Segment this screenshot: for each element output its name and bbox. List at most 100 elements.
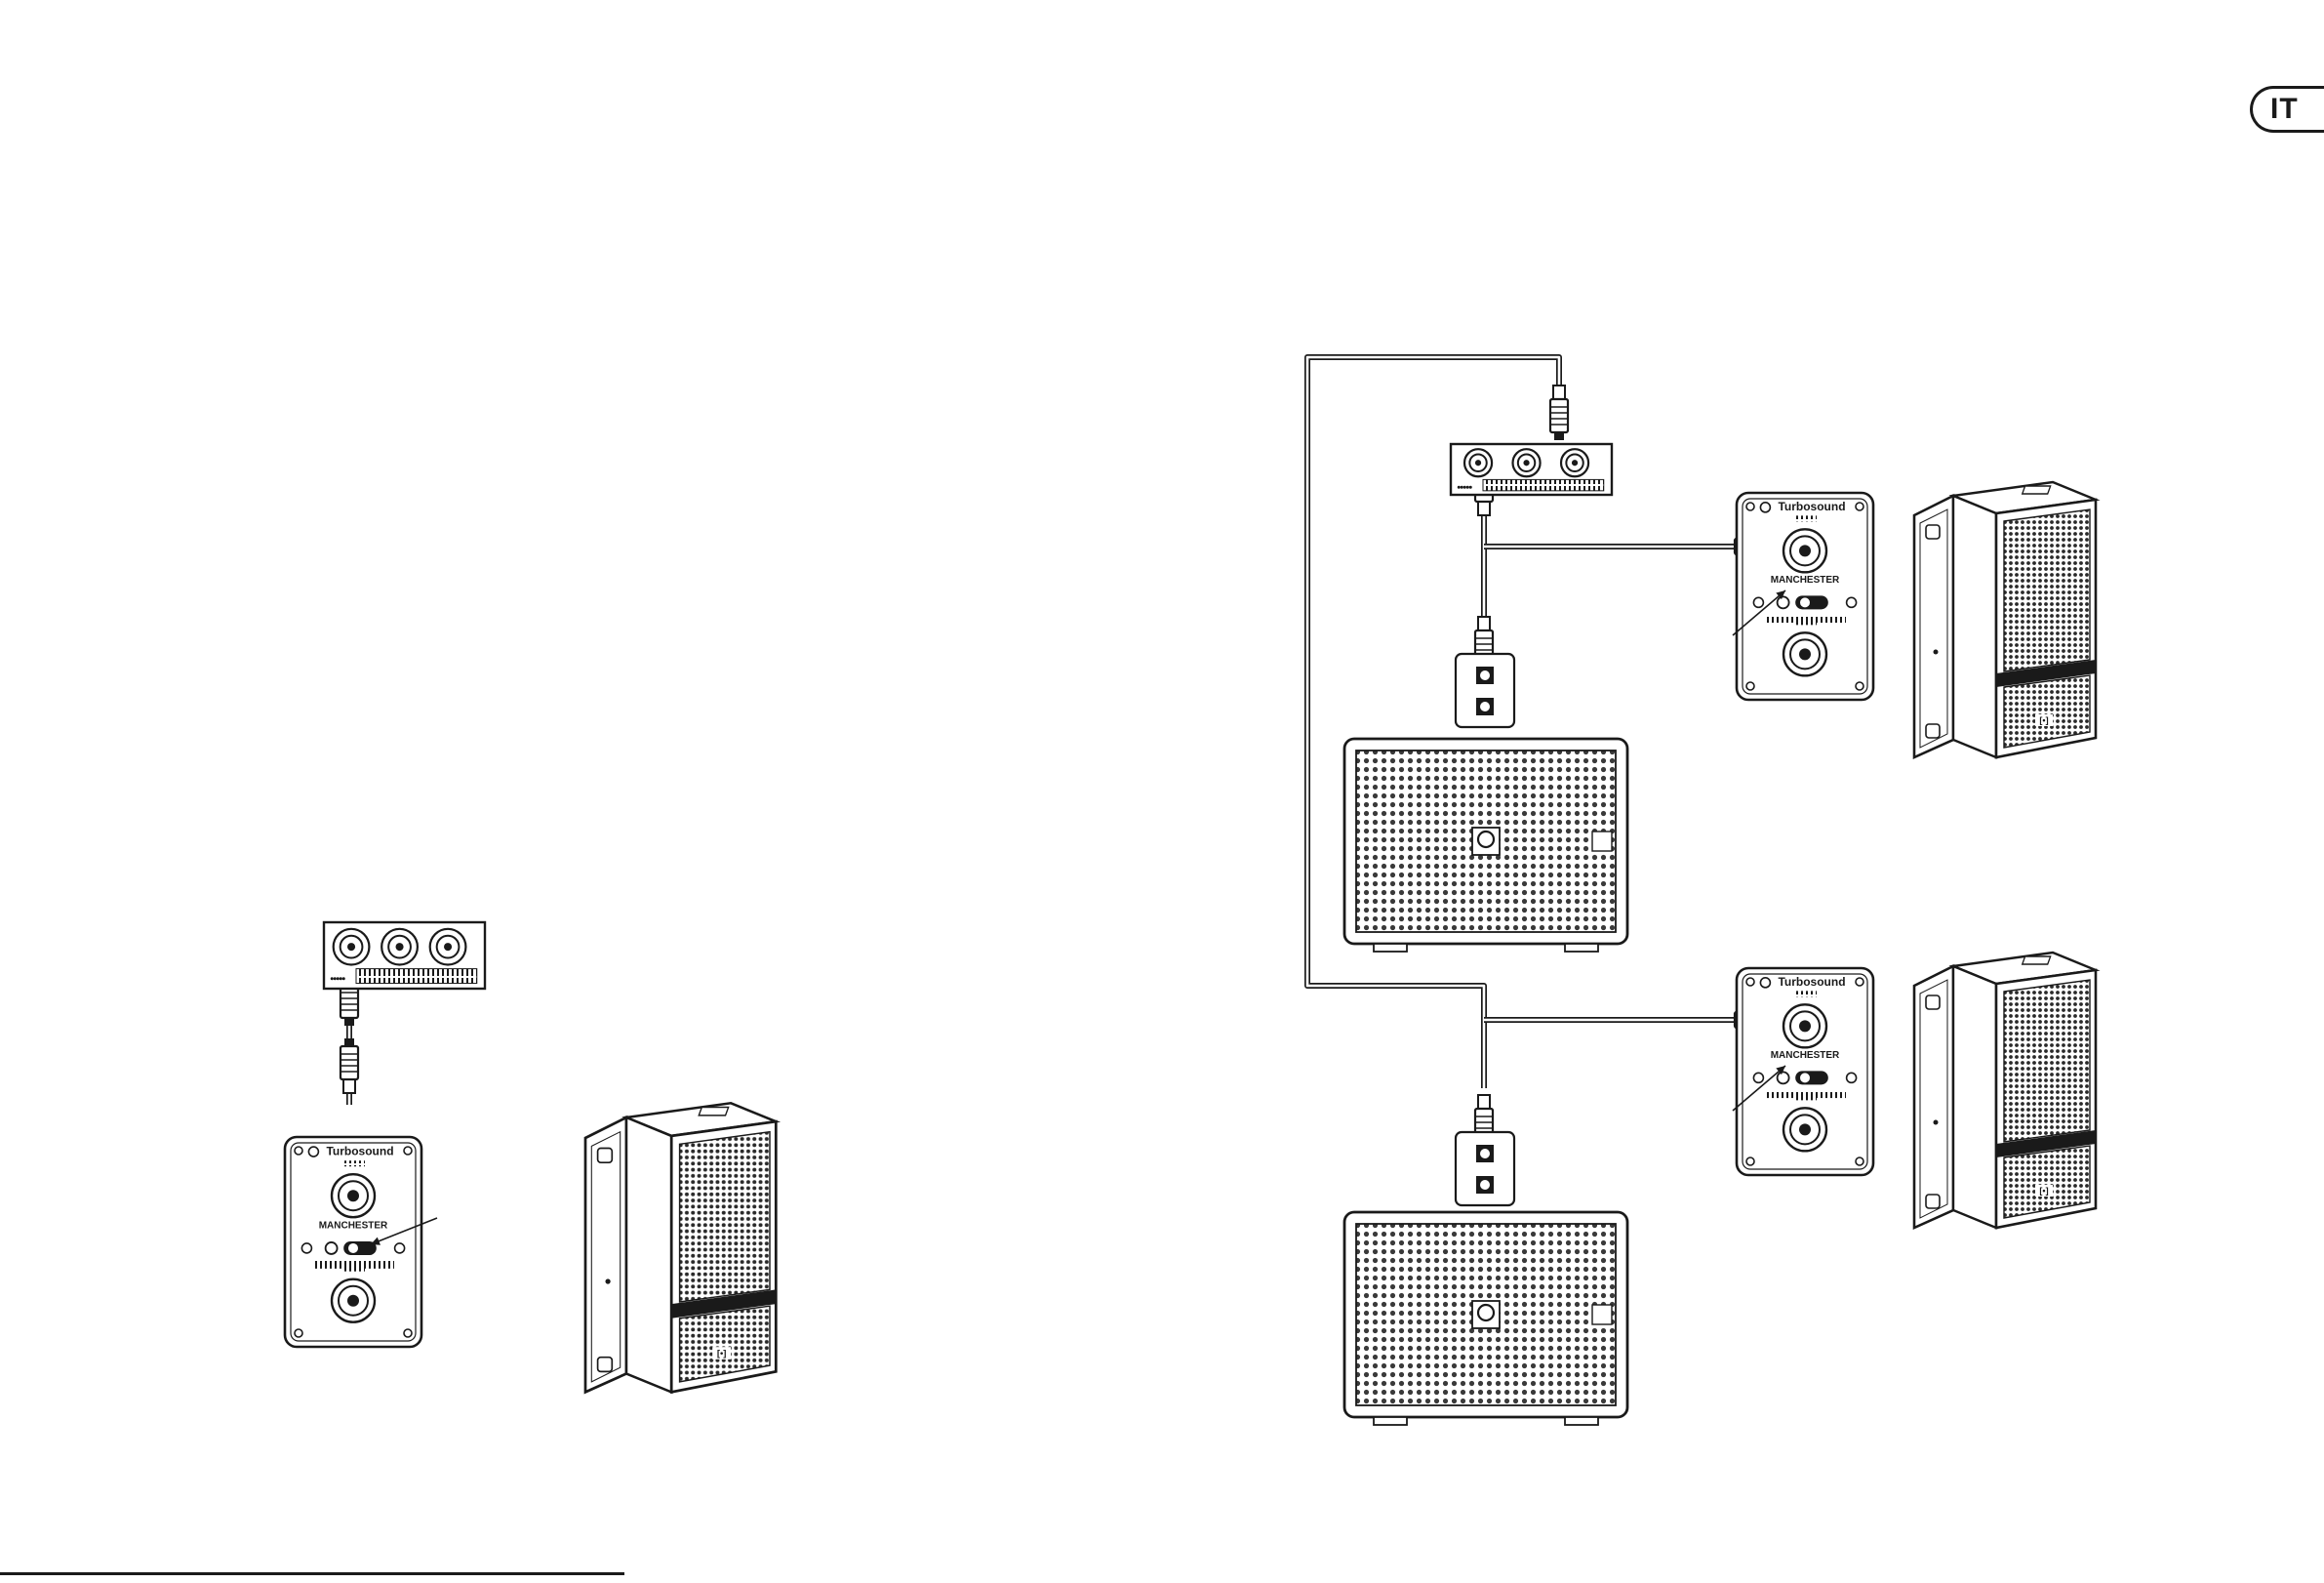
panel-screw	[1847, 597, 1857, 607]
speaker-top-handle	[2023, 956, 2051, 964]
full-range-speaker-bottom: [•]	[1914, 953, 2096, 1228]
speakon-socket-pin	[347, 1190, 359, 1201]
panel-screw	[395, 1243, 405, 1253]
panel-screw	[1753, 597, 1763, 607]
full-range-speaker-bottom-bevel	[1953, 966, 1996, 1228]
mixer-top-control-strip	[1483, 479, 1604, 490]
speakon-socket-pin	[1572, 460, 1578, 466]
xlr-connector-icon	[1550, 386, 1568, 440]
input-jack-hole	[1480, 702, 1490, 711]
subwoofer-top	[1344, 739, 1627, 952]
language-tab[interactable]: IT	[2250, 86, 2324, 133]
panel-switch-knob	[348, 1243, 358, 1253]
full-range-speaker-single: [•]	[585, 1103, 776, 1392]
mixer-top	[1451, 444, 1612, 495]
subwoofer-bottom	[1344, 1212, 1627, 1425]
socket-label	[1793, 991, 1817, 996]
full-range-speaker-top: [•]	[1914, 482, 2096, 757]
panel-legend-strip	[1764, 1090, 1846, 1098]
panel-led	[1778, 1072, 1789, 1083]
socket-label	[341, 1160, 365, 1166]
panel-screw	[1856, 682, 1863, 690]
speakon-socket-pin	[444, 943, 452, 951]
input-jack-hole	[1480, 1180, 1490, 1190]
speakon-socket-pin	[1799, 648, 1811, 660]
mixer-top-screw	[1466, 486, 1469, 489]
mixer-top-screw	[1463, 486, 1466, 489]
speaker-badge-label: [•]	[2039, 1186, 2048, 1196]
speaker-mount-point	[1934, 650, 1939, 655]
panel-screw	[1746, 978, 1754, 986]
full-range-speaker-single-bevel	[626, 1117, 671, 1392]
panel-screw	[1856, 978, 1863, 986]
mixer-top-screw	[1461, 486, 1463, 489]
mixer-single-screw	[340, 977, 342, 980]
speaker-handle	[598, 1149, 613, 1163]
speakon-socket-pin	[396, 943, 404, 951]
sub-input-panel-top-body	[1456, 654, 1514, 727]
panel-screw	[1856, 1157, 1863, 1165]
speaker-badge-label: [•]	[2039, 715, 2048, 725]
speakon-socket-pin	[1799, 1123, 1811, 1135]
xlr-connector-icon-body	[1550, 399, 1568, 432]
panel-screw	[1856, 503, 1863, 510]
speaker-mount-point	[1934, 1120, 1939, 1125]
footer-rule	[0, 1572, 624, 1575]
sub-foot	[1374, 944, 1407, 952]
xlr-connector-icon-tip	[344, 1038, 354, 1046]
manchester-panel-top: TurbosoundMANCHESTER	[1737, 493, 1873, 700]
devices-layer: TurbosoundMANCHESTERTurbosoundMANCHESTER…	[285, 386, 2096, 1425]
xlr-connector-icon-boot	[343, 1079, 355, 1093]
sub-foot	[1565, 1417, 1598, 1425]
panel-screw	[404, 1147, 412, 1155]
panel-legend-strip	[1764, 615, 1846, 623]
panel-screw	[1746, 682, 1754, 690]
speaker-top-handle	[2023, 486, 2051, 494]
xlr-connector-icon-boot	[1478, 1095, 1490, 1109]
mixer-single-screw	[337, 977, 340, 980]
panel-switch-knob	[1800, 597, 1810, 607]
xlr-connector-icon-boot	[1478, 502, 1490, 515]
input-jack-hole	[1480, 670, 1490, 680]
sub-foot	[1374, 1417, 1407, 1425]
sub-side-badge	[1592, 832, 1612, 851]
panel-screw	[1746, 1157, 1754, 1165]
panel-model-label: MANCHESTER	[1771, 575, 1840, 586]
grille-icon	[2004, 980, 2090, 1142]
sub-input-panel-bottom	[1456, 1132, 1514, 1205]
panel-legend-strip	[312, 1261, 394, 1269]
speaker-mount-point	[605, 1279, 610, 1283]
speaker-top-handle	[699, 1108, 728, 1116]
grille-icon	[680, 1132, 770, 1302]
speakon-socket-pin	[1523, 460, 1529, 466]
full-range-speaker-top-bevel	[1953, 496, 1996, 757]
panel-brand-label: Turbosound	[1778, 975, 1845, 989]
language-tab-label: IT	[2270, 93, 2299, 126]
mixer-single-screw	[334, 977, 337, 980]
xlr-connector-icon-boot	[1478, 617, 1490, 630]
xlr-connector-icon-body	[341, 1046, 358, 1079]
panel-led	[1778, 596, 1789, 608]
panel-model-label: MANCHESTER	[319, 1221, 388, 1232]
panel-brand-label: Turbosound	[326, 1144, 393, 1157]
mixer-top-screw	[1469, 486, 1472, 489]
xlr-connector-icon-tip	[1554, 432, 1564, 440]
mixer-single-screw	[342, 977, 345, 980]
panel-brand-label: Turbosound	[1778, 500, 1845, 513]
speakon-socket-pin	[347, 943, 355, 951]
panel-screw	[1847, 1073, 1857, 1082]
panel-screw	[1746, 503, 1754, 510]
sub-input-panel-top	[1456, 654, 1514, 727]
speaker-handle	[1926, 1195, 1940, 1208]
panel-screw	[295, 1147, 302, 1155]
xlr-connector-icon-tip	[344, 1018, 354, 1026]
panel-screw	[404, 1329, 412, 1337]
mixer-single	[324, 922, 485, 989]
panel-screw	[301, 1243, 311, 1253]
speaker-handle	[1926, 995, 1940, 1009]
speaker-handle	[1926, 525, 1940, 539]
panel-screw	[1753, 1073, 1763, 1082]
speakon-socket-pin	[1475, 460, 1481, 466]
